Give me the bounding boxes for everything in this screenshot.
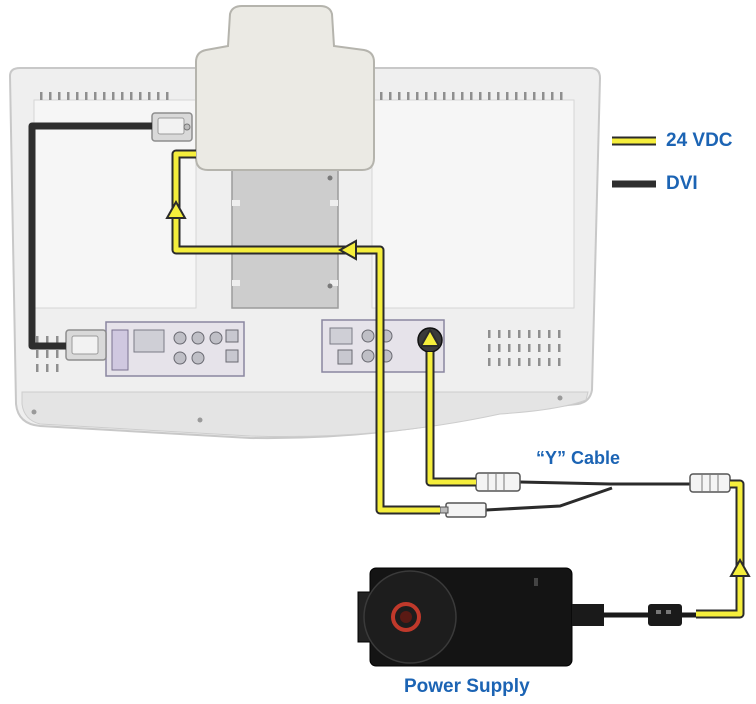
vent-slot — [528, 344, 531, 352]
vent-slot — [56, 364, 59, 372]
vent-slot — [518, 358, 521, 366]
vent-slot — [46, 336, 49, 344]
vent-slot — [46, 364, 49, 372]
vent-slot — [470, 92, 473, 100]
vent-slot — [538, 358, 541, 366]
cables — [28, 122, 751, 619]
y-cable-connector-right — [689, 473, 731, 493]
vent-slot — [538, 330, 541, 338]
vent-slot — [558, 344, 561, 352]
vent-slot — [488, 344, 491, 352]
vent-slot — [488, 358, 491, 366]
vent-slots-left — [36, 336, 59, 372]
vent-slot — [488, 330, 491, 338]
vent-slot — [443, 92, 446, 100]
power-supply-brick — [357, 567, 696, 667]
barrel-plug — [439, 502, 487, 518]
vent-slot — [76, 92, 79, 100]
vent-slot — [380, 92, 383, 100]
vent-slot — [407, 92, 410, 100]
vent-slot — [551, 92, 554, 100]
vent-slots — [40, 92, 563, 100]
vent-slot — [498, 358, 501, 366]
vent-slot — [518, 330, 521, 338]
vent-slot — [416, 92, 419, 100]
mount-plate — [231, 157, 339, 309]
vent-slot — [558, 358, 561, 366]
vent-slot — [389, 92, 392, 100]
vent-slot — [49, 92, 52, 100]
vent-slot — [528, 358, 531, 366]
vent-slot — [40, 92, 43, 100]
vent-slot — [508, 344, 511, 352]
vent-slot — [508, 330, 511, 338]
vent-slot — [398, 92, 401, 100]
vent-slot — [56, 350, 59, 358]
vent-slot — [46, 350, 49, 358]
legend-label-24vdc: 24 VDC — [666, 130, 733, 151]
legend — [612, 136, 656, 188]
vent-slot — [524, 92, 527, 100]
vent-slot — [425, 92, 428, 100]
vent-slot — [434, 92, 437, 100]
vent-slot — [36, 364, 39, 372]
vent-slot — [498, 344, 501, 352]
vent-slot — [112, 92, 115, 100]
vent-slot — [497, 92, 500, 100]
vent-slot — [518, 344, 521, 352]
vent-slot — [148, 92, 151, 100]
y-cable-branch-to-jack — [519, 480, 690, 486]
vent-slot — [56, 336, 59, 344]
dvi-cable — [28, 122, 152, 350]
vent-slots-right — [488, 330, 561, 366]
adapter-box — [151, 5, 375, 171]
vent-slot — [548, 358, 551, 366]
y-cable-label: “Y” Cable — [536, 448, 621, 468]
vent-slot — [130, 92, 133, 100]
vent-slot — [94, 92, 97, 100]
flow-arrows — [165, 199, 751, 577]
vent-slot — [498, 330, 501, 338]
vent-slot — [538, 344, 541, 352]
y-cable-connector-left — [475, 472, 521, 492]
vent-slot — [515, 92, 518, 100]
power-cable-24vdc — [171, 149, 745, 619]
vent-slot — [121, 92, 124, 100]
vent-slot — [452, 92, 455, 100]
vent-slot — [36, 336, 39, 344]
vent-slot — [461, 92, 464, 100]
vent-slot — [36, 350, 39, 358]
vent-slot — [506, 92, 509, 100]
vent-slot — [139, 92, 142, 100]
vent-slot — [157, 92, 160, 100]
vent-slot — [488, 92, 491, 100]
y-cable-branch-to-adapter — [485, 486, 613, 512]
vent-slot — [560, 92, 563, 100]
vent-slot — [558, 330, 561, 338]
legend-label-dvi: DVI — [666, 173, 698, 194]
vent-slot — [58, 92, 61, 100]
vent-slot — [85, 92, 88, 100]
vent-slot — [548, 344, 551, 352]
vent-slot — [548, 330, 551, 338]
vent-slot — [542, 92, 545, 100]
vent-slot — [508, 358, 511, 366]
vent-slot — [67, 92, 70, 100]
vent-slot — [103, 92, 106, 100]
vent-slot — [479, 92, 482, 100]
vent-slot — [166, 92, 169, 100]
power-supply-label: Power Supply — [404, 676, 530, 697]
vent-slot — [533, 92, 536, 100]
vent-slot — [528, 330, 531, 338]
